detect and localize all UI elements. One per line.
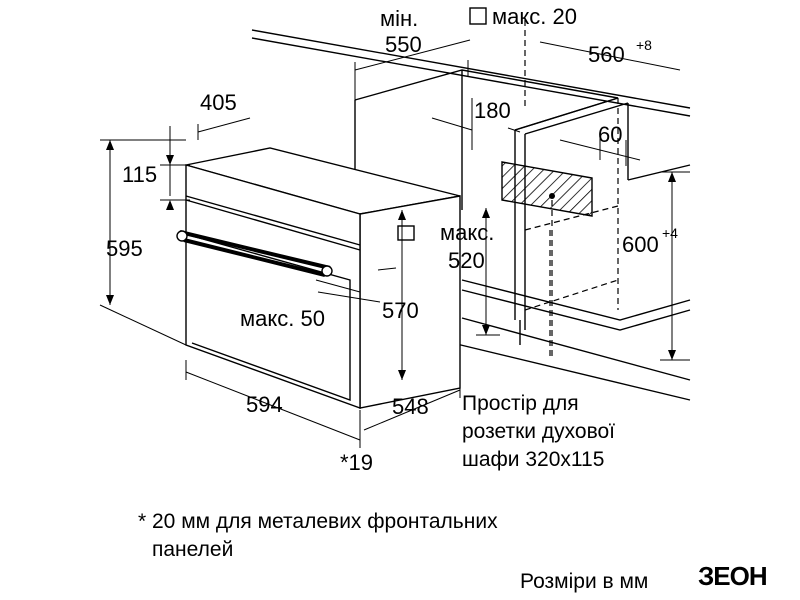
footnote-line-2: панелей [152,538,233,561]
dimension-labels: мін. 550 макс. 20 560 +8 405 180 60 115 … [106,4,678,475]
label-max-50: макс. 50 [240,306,325,331]
cabinet-niche [251,29,691,401]
zeon-logo: ЗЕОН [698,561,768,591]
label-19: *19 [340,450,373,475]
label-560-tolerance: +8 [636,37,652,53]
label-595: 595 [106,236,143,261]
footnote-line-1: * 20 мм для металевих фронтальних [138,510,498,533]
label-min: мін. [380,6,418,31]
label-max-20: макс. 20 [492,4,577,29]
socket-area [501,161,593,217]
socket-note-line-3: шафи 320x115 [462,448,604,471]
label-594: 594 [246,392,283,417]
label-max-520: макс. [440,220,494,245]
label-550: 550 [385,32,422,57]
units-note: Розміри в мм [520,570,648,593]
label-115: 115 [122,162,157,187]
square-icon [469,7,487,25]
label-560: 560 [588,42,625,67]
label-570: 570 [382,298,419,323]
label-60: 60 [598,122,622,147]
oven [176,147,461,409]
label-520: 520 [448,248,485,273]
label-600: 600 [622,232,659,257]
label-405: 405 [200,90,237,115]
label-180: 180 [474,98,511,123]
socket-note-line-2: розетки духової [462,420,615,443]
footnote: * 20 мм для металевих фронтальних панеле… [138,510,498,561]
arrowheads [106,140,676,380]
socket-note: Простір для розетки духової шафи 320x115 [462,392,615,471]
socket-note-line-1: Простір для [462,392,579,415]
logo-text: ЗЕОН [698,561,767,591]
label-600-tolerance: +4 [662,225,678,241]
label-548: 548 [392,394,429,419]
